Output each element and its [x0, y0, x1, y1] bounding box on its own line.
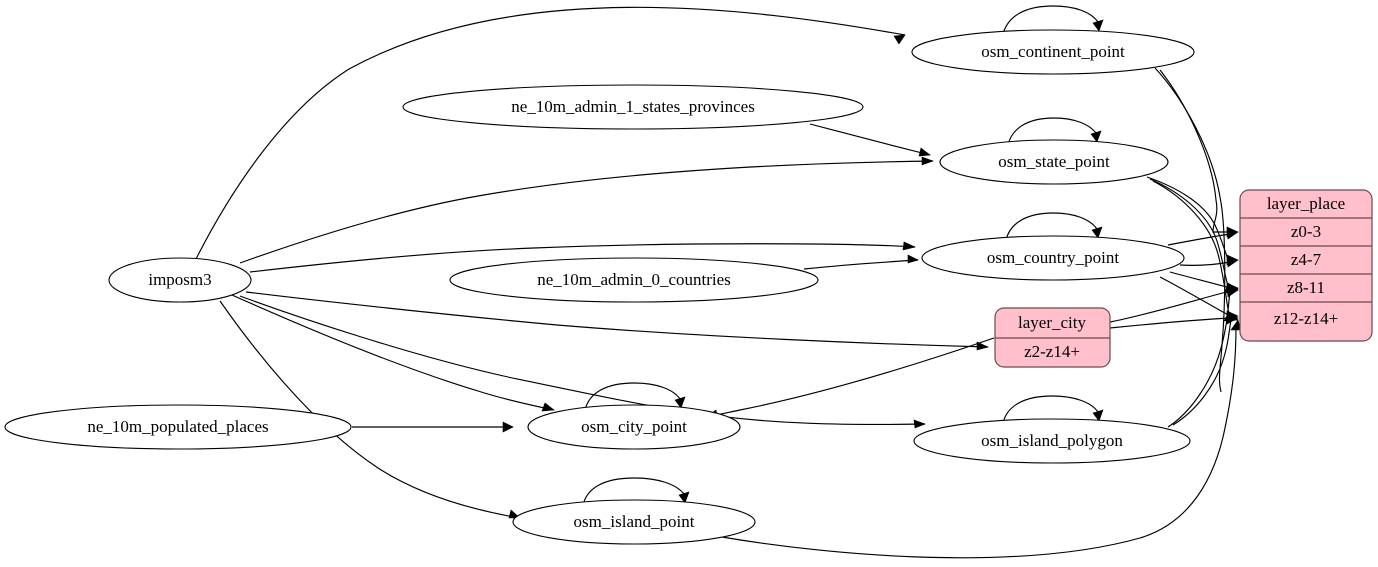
node-ne_10m_admin_0_countries[interactable]: ne_10m_admin_0_countries — [449, 257, 819, 303]
node-label-ne-states: ne_10m_admin_1_states_provinces — [511, 97, 755, 116]
edge-ne_states-to-osm_state_point — [809, 123, 931, 157]
edge-self-loop-osm_island_point — [582, 477, 690, 506]
record-row-layer_place-z0-3[interactable]: z0-3 — [1291, 222, 1321, 241]
edge-imposm3-to-osm_island_polygon — [239, 295, 926, 429]
record-row-layer_place-z4-7[interactable]: z4-7 — [1291, 250, 1322, 269]
edge-imposm3-to-layer_city — [245, 291, 989, 351]
record-row-layer_place-z8-11[interactable]: z8-11 — [1287, 278, 1325, 297]
node-layer: imposm3 ne_10m_admin_1_states_provinces … — [4, 29, 1195, 545]
edge-self-loop-osm_country_point — [1005, 212, 1103, 241]
edge-self-loop-osm_island_polygon — [1002, 395, 1104, 424]
node-osm_island_point[interactable]: osm_island_point — [512, 499, 756, 545]
edge-imposm3-to-osm_city_point — [231, 294, 555, 412]
node-label-ne-countries: ne_10m_admin_0_countries — [537, 270, 731, 289]
node-label-osm-island-polygon: osm_island_polygon — [981, 431, 1123, 450]
record-row-layer_place-title: layer_place — [1267, 194, 1345, 213]
edge-osm_island_polygon-to-layer_place-z8-11 — [1167, 286, 1239, 428]
edge-self-loop-osm_city_point — [584, 382, 686, 411]
node-label-osm-state-point: osm_state_point — [998, 152, 1110, 171]
edge-layer_city-to-layer_place-z12-z14 — [1109, 312, 1239, 329]
record-node-layer_city[interactable]: layer_city z2-z14+ — [994, 307, 1111, 368]
edge-osm_island_point-to-layer_place-z12-z14 — [721, 319, 1242, 559]
node-label-imposm3: imposm3 — [148, 270, 211, 289]
edge-imposm3-to-osm_state_point — [239, 156, 934, 264]
node-osm_country_point[interactable]: osm_country_point — [921, 235, 1185, 281]
edge-layer_city-to-layer_place-z8-11 — [1109, 284, 1239, 323]
node-osm_city_point[interactable]: osm_city_point — [527, 404, 741, 450]
edge-ne_countries-to-osm_country_point — [803, 254, 919, 270]
node-label-ne-populated: ne_10m_populated_places — [87, 417, 268, 436]
record-row-layer_city-title: layer_city — [1018, 313, 1086, 332]
node-osm_continent_point[interactable]: osm_continent_point — [911, 29, 1195, 75]
record-node-layer_place[interactable]: layer_place z0-3 z4-7 z8-11 z12-z14+ — [1239, 189, 1373, 342]
edge-osm_country_point-to-layer_place-z4-7 — [1179, 256, 1239, 268]
edge-ne_populated-to-osm_city_point — [352, 421, 514, 433]
edge-imposm3-to-osm_country_point — [249, 241, 916, 273]
edge-layer_city-to-osm_city_point — [706, 337, 995, 421]
node-label-osm-country-point: osm_country_point — [987, 248, 1119, 267]
edge-imposm3-to-osm_continent_point — [195, 6, 906, 260]
edge-osm_island_polygon-to-layer_place-z12-z14 — [1172, 313, 1239, 426]
node-osm_island_polygon[interactable]: osm_island_polygon — [913, 418, 1191, 464]
edge-self-loop-osm_state_point — [1007, 117, 1102, 146]
node-imposm3[interactable]: imposm3 — [108, 257, 252, 303]
record-row-layer_city-z2-z14[interactable]: z2-z14+ — [1024, 342, 1080, 361]
node-label-osm-city-point: osm_city_point — [581, 417, 687, 436]
edge-layer — [195, 5, 1242, 559]
record-row-layer_place-z12-z14[interactable]: z12-z14+ — [1274, 309, 1338, 328]
node-label-osm-island-point: osm_island_point — [574, 512, 695, 531]
edge-self-loop-osm_continent_point — [1002, 5, 1104, 35]
node-ne_10m_admin_1_states_provinces[interactable]: ne_10m_admin_1_states_provinces — [402, 84, 864, 130]
node-osm_state_point[interactable]: osm_state_point — [939, 139, 1169, 185]
node-label-osm-continent-point: osm_continent_point — [981, 42, 1125, 61]
edge-osm_country_point-to-layer_place-z0-3 — [1167, 228, 1239, 246]
node-ne_10m_populated_places[interactable]: ne_10m_populated_places — [4, 404, 352, 450]
